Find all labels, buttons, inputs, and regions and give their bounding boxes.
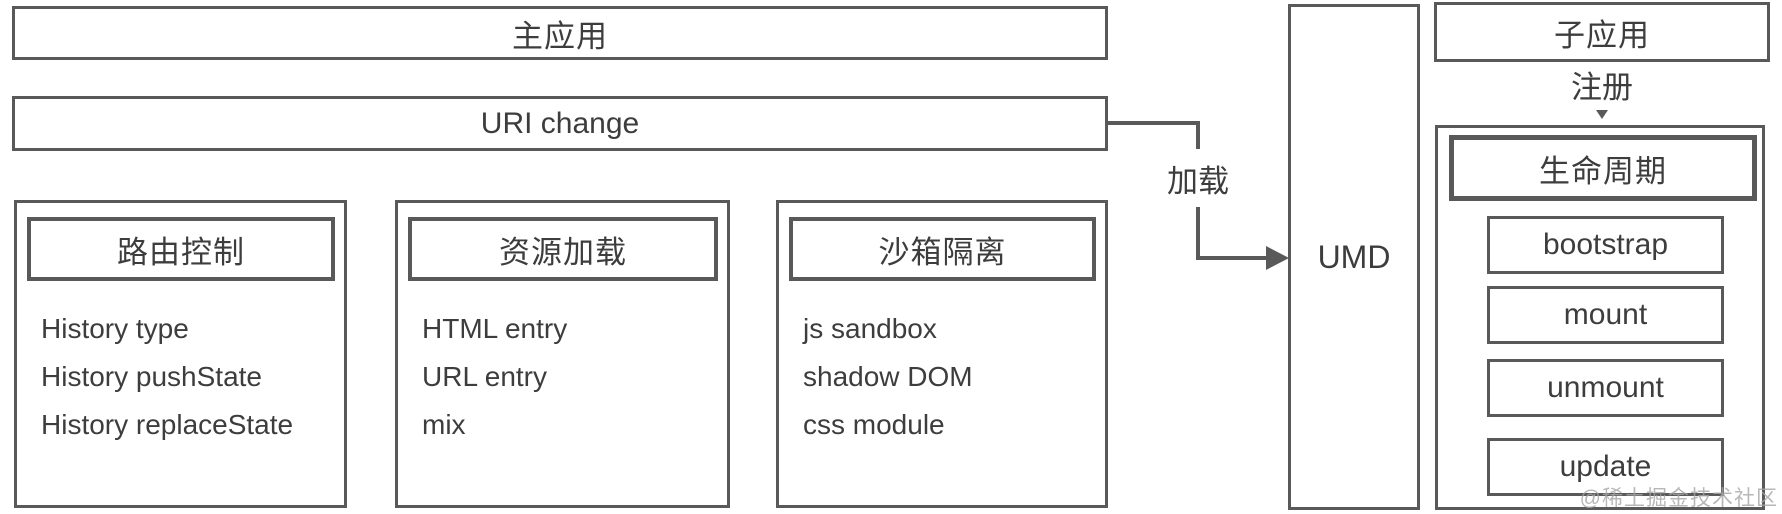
list-item: HTML entry — [422, 313, 568, 344]
lifecycle-box-label: bootstrap — [1542, 228, 1669, 261]
lifecycle-title: 生命周期 — [1539, 153, 1667, 189]
uri-change-box: URI change — [12, 96, 1108, 151]
list-item: History replaceState — [41, 409, 294, 440]
load-label: 加载 — [1158, 149, 1238, 207]
lifecycle-box-label: update — [1559, 450, 1652, 483]
panel-route-control-header: 路由控制 — [27, 217, 335, 281]
lifecycle-container: 生命周期 bootstrap mount unmount update — [1435, 125, 1765, 510]
panel-sandbox-isolation-items: js sandbox shadow DOM css module — [803, 305, 1095, 449]
list-item: mix — [422, 409, 466, 440]
panel-route-control-items: History type History pushState History r… — [41, 305, 334, 449]
list-item: js sandbox — [803, 313, 937, 344]
lifecycle-box-bootstrap: bootstrap — [1487, 216, 1724, 274]
panel-route-control: 路由控制 History type History pushState Hist… — [14, 200, 347, 508]
list-item: shadow DOM — [803, 361, 973, 392]
list-item: History pushState — [41, 361, 262, 392]
panel-resource-loading: 资源加载 HTML entry URL entry mix — [395, 200, 730, 508]
load-label-text: 加载 — [1167, 163, 1229, 199]
sub-app-box: 子应用 — [1434, 2, 1770, 62]
lifecycle-header: 生命周期 — [1449, 135, 1757, 201]
panel-route-control-title: 路由控制 — [117, 234, 245, 270]
panel-resource-loading-items: HTML entry URL entry mix — [422, 305, 717, 449]
sub-app-label: 子应用 — [1554, 17, 1650, 53]
lifecycle-box-label: unmount — [1547, 371, 1664, 404]
list-item: History type — [41, 313, 189, 344]
panel-sandbox-isolation-title: 沙箱隔离 — [878, 234, 1007, 270]
panel-sandbox-isolation-header: 沙箱隔离 — [789, 217, 1096, 281]
lifecycle-box-update: update — [1487, 438, 1724, 496]
register-label: 注册 — [1434, 64, 1770, 105]
main-app-box: 主应用 — [12, 6, 1108, 60]
connector-line — [1196, 256, 1270, 260]
register-label-text: 注册 — [1571, 69, 1633, 105]
main-app-label: 主应用 — [512, 18, 608, 54]
connector-line — [1108, 121, 1200, 125]
arrow-down-icon — [1596, 110, 1608, 119]
lifecycle-box-mount: mount — [1487, 286, 1724, 344]
arrow-right-icon — [1266, 246, 1289, 270]
umd-box: UMD — [1288, 4, 1420, 510]
panel-resource-loading-header: 资源加载 — [408, 217, 718, 281]
uri-change-label: URI change — [480, 106, 640, 140]
panel-resource-loading-title: 资源加载 — [499, 234, 627, 270]
umd-label: UMD — [1317, 238, 1391, 275]
lifecycle-box-unmount: unmount — [1487, 359, 1724, 417]
list-item: URL entry — [422, 361, 548, 392]
list-item: css module — [803, 409, 945, 440]
watermark: @稀土掘金技术社区 — [1579, 487, 1778, 510]
lifecycle-box-label: mount — [1563, 298, 1648, 331]
panel-sandbox-isolation: 沙箱隔离 js sandbox shadow DOM css module — [776, 200, 1108, 508]
